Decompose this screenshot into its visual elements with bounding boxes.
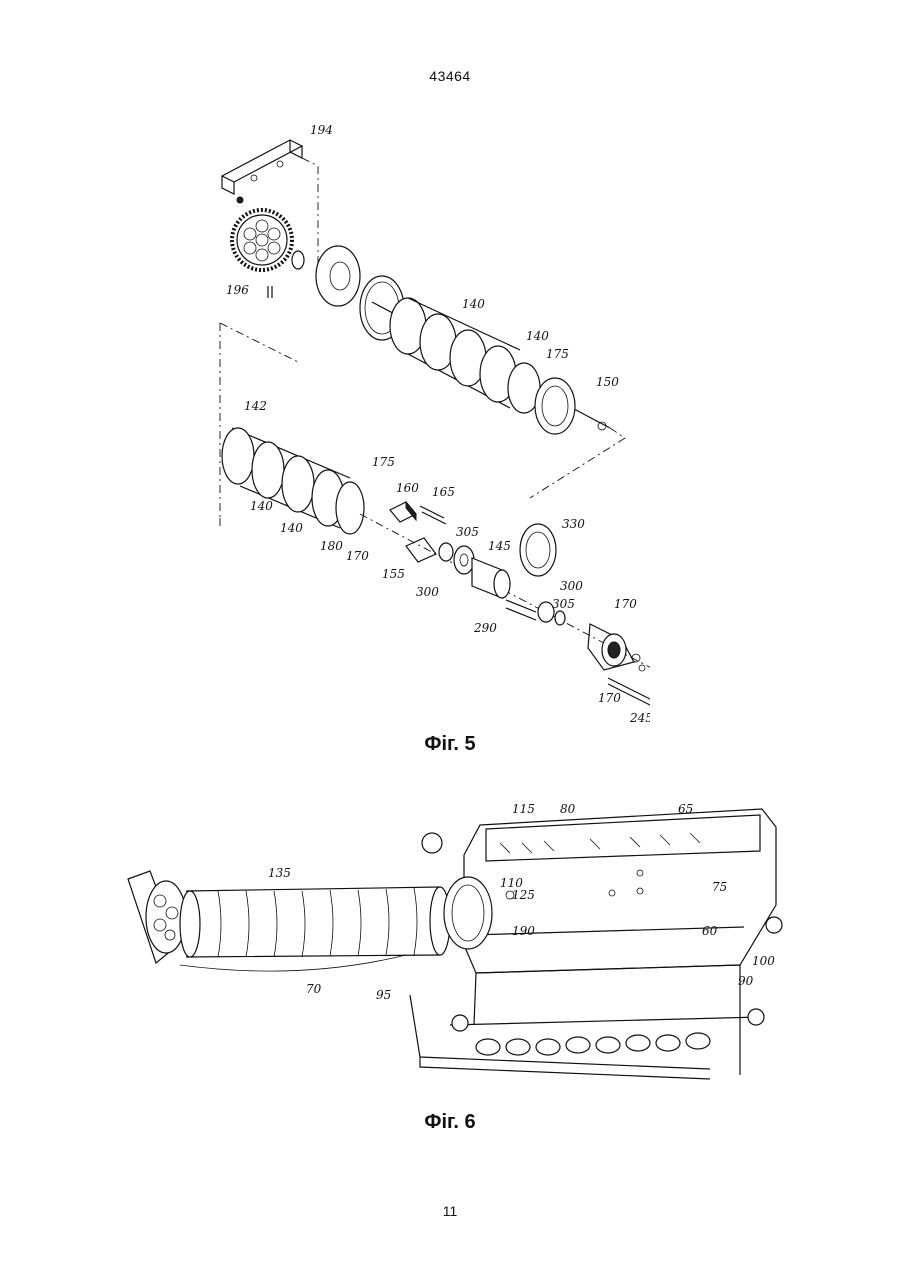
label-140: 140 (280, 521, 303, 535)
label-190: 190 (512, 924, 535, 938)
label-145: 145 (488, 539, 511, 553)
label-305: 305 (552, 597, 575, 611)
label-140: 140 (250, 499, 273, 513)
label-160: 160 (396, 481, 419, 495)
label-305: 305 (456, 525, 479, 539)
label-175: 175 (372, 455, 395, 469)
label-142: 142 (244, 399, 267, 413)
label-180: 180 (320, 539, 343, 553)
label-125: 125 (512, 888, 535, 902)
figure-5-caption: Фіг. 5 (0, 733, 900, 756)
label-95: 95 (376, 988, 391, 1002)
label-140: 140 (462, 297, 485, 311)
label-65: 65 (678, 802, 693, 816)
label-135: 135 (268, 866, 291, 880)
label-245: 245 (629, 711, 650, 725)
label-170: 170 (614, 597, 637, 611)
label-330: 330 (562, 517, 585, 531)
label-194: 194 (310, 123, 333, 137)
label-100: 100 (752, 954, 775, 968)
figure-6-drawing: 115 80 65 135 110 125 75 190 60 100 90 7… (120, 795, 800, 1095)
small-parts (390, 502, 650, 712)
figure-5-drawing: 194 196 140 140 175 150 142 175 160 165 … (210, 118, 650, 728)
label-170: 170 (346, 549, 369, 563)
document-number: 43464 (0, 68, 900, 84)
label-175: 175 (546, 347, 569, 361)
label-115: 115 (512, 802, 535, 816)
label-90: 90 (738, 974, 754, 988)
label-60: 60 (702, 924, 718, 938)
label-80: 80 (560, 802, 576, 816)
label-170: 170 (598, 691, 621, 705)
label-290: 290 (473, 621, 497, 635)
label-300: 300 (416, 585, 439, 599)
label-300: 300 (560, 579, 583, 593)
label-70: 70 (306, 982, 322, 996)
label-196: 196 (226, 283, 249, 297)
label-165: 165 (432, 485, 455, 499)
page-number: 11 (0, 1203, 900, 1219)
drum-135 (180, 887, 450, 971)
label-150: 150 (596, 375, 619, 389)
end-cap (128, 871, 186, 963)
label-155: 155 (382, 567, 405, 581)
machine-housing (410, 809, 782, 1079)
figure-6-caption: Фіг. 6 (0, 1111, 900, 1134)
label-75: 75 (712, 880, 727, 894)
end-plate (292, 246, 404, 340)
label-140: 140 (526, 329, 549, 343)
